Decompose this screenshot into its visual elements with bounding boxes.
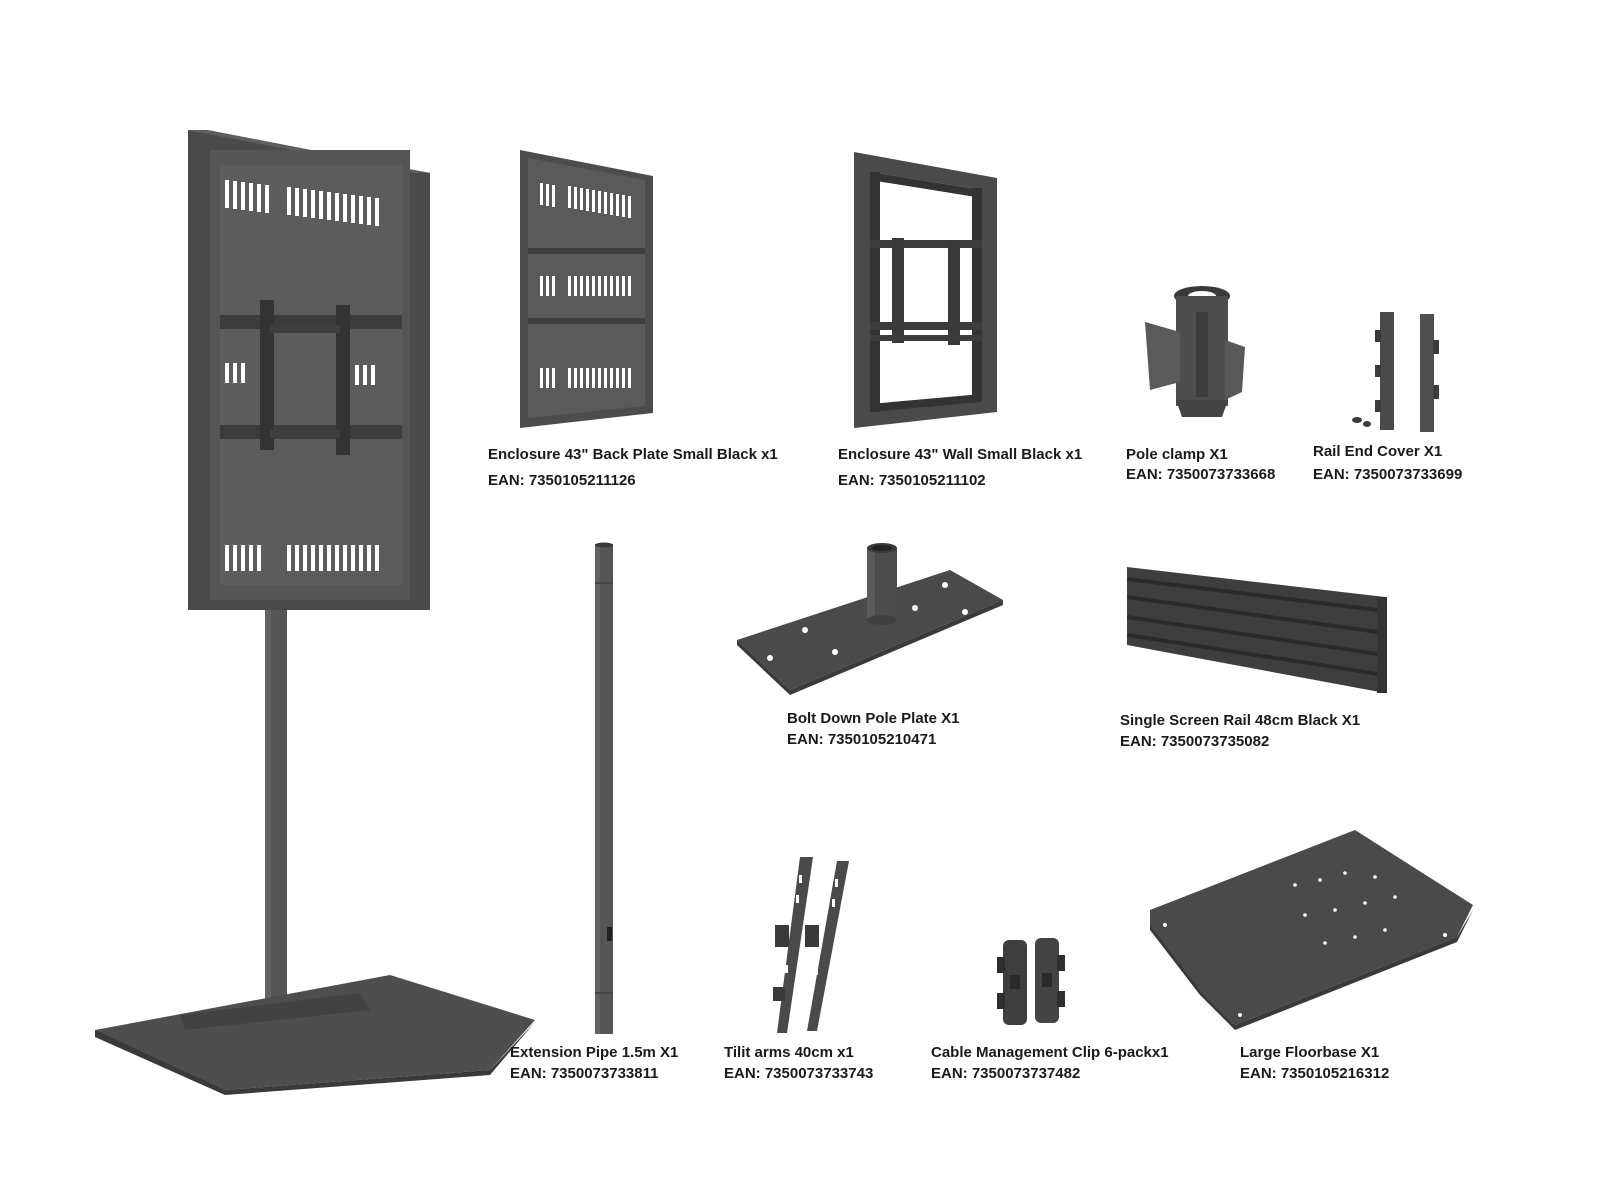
rail-end-cover-name: Rail End Cover X1 <box>1313 443 1443 460</box>
cable-clip-name: Cable Management Clip 6-packx1 <box>931 1044 1169 1061</box>
tilit-arms-name: Tilit arms 40cm x1 <box>724 1044 854 1061</box>
tilit-arms-ean: EAN: 7350073733743 <box>724 1065 874 1082</box>
screen-rail-name: Single Screen Rail 48cm Black X1 <box>1120 712 1361 729</box>
back-plate-ean: EAN: 7350105211126 <box>488 472 636 489</box>
back-plate-name: Enclosure 43" Back Plate Small Black x1 <box>488 446 778 463</box>
screen-rail-ean: EAN: 7350073735082 <box>1120 733 1270 750</box>
bolt-down-plate-name: Bolt Down Pole Plate X1 <box>787 710 960 727</box>
bolt-down-plate-ean: EAN: 7350105210471 <box>787 731 937 748</box>
cable-clip-image <box>997 938 1065 1025</box>
pole-clamp-name: Pole clamp X1 <box>1126 446 1228 463</box>
pole-clamp-image <box>1145 286 1245 417</box>
tilit-arms-image <box>773 857 849 1033</box>
wall-name: Enclosure 43" Wall Small Black x1 <box>838 446 1083 463</box>
bolt-down-plate-image <box>737 543 1003 695</box>
floorbase-ean: EAN: 7350105216312 <box>1240 1065 1390 1082</box>
extension-pipe-image <box>595 542 613 1034</box>
cable-clip-ean: EAN: 7350073737482 <box>931 1065 1081 1082</box>
wall-ean: EAN: 7350105211102 <box>838 472 986 489</box>
floorbase-name: Large Floorbase X1 <box>1240 1044 1380 1061</box>
rail-end-cover-ean: EAN: 7350073733699 <box>1313 466 1463 483</box>
back-plate-image <box>520 150 653 428</box>
assembled-kiosk-image <box>95 130 535 1095</box>
floorbase-image <box>1150 830 1473 1030</box>
pole-clamp-ean: EAN: 7350073733668 <box>1126 466 1276 483</box>
wall-frame-image <box>854 152 997 428</box>
extension-pipe-name: Extension Pipe 1.5m X1 <box>510 1044 679 1061</box>
extension-pipe-ean: EAN: 7350073733811 <box>510 1065 659 1082</box>
rail-end-cover-image <box>1352 312 1439 432</box>
screen-rail-image <box>1127 567 1387 693</box>
